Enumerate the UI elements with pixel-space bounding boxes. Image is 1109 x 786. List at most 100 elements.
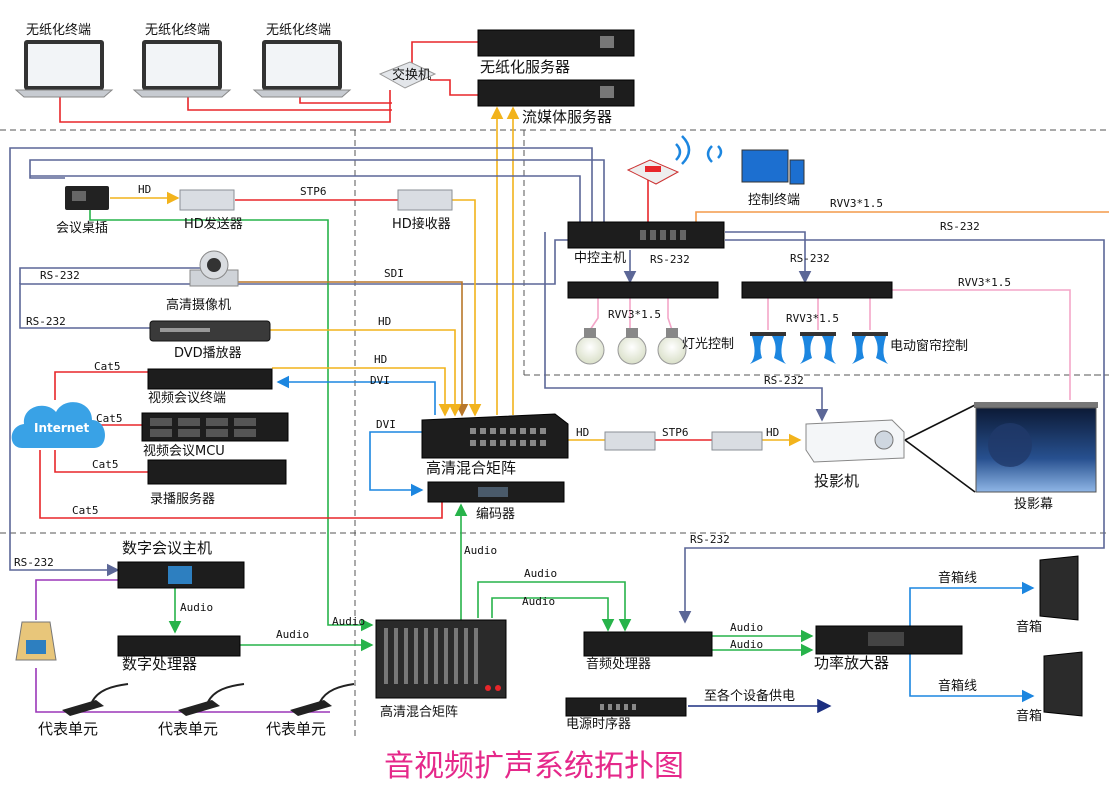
signal-dvi-1: DVI <box>370 374 390 387</box>
signal-hd-dvd: HD <box>378 315 391 328</box>
signal-dvi-2: DVI <box>376 418 396 431</box>
paperless-terminal-1: 无纸化终端 <box>14 22 114 98</box>
label-control-terminal: 控制终端 <box>748 192 800 208</box>
recording-server: 录播服务器 <box>147 459 287 507</box>
label-video-conf-terminal: 视频会议终端 <box>148 390 226 406</box>
light-controller <box>567 281 719 299</box>
signal-rvv-right: RVV3*1.5 <box>958 276 1011 289</box>
signal-rvv-top: RVV3*1.5 <box>830 197 883 210</box>
signal-audio-dp: Audio <box>180 601 213 614</box>
signal-spk-line-2: 音箱线 <box>938 678 977 694</box>
signal-sdi: SDI <box>384 267 404 280</box>
video-conference-mcu: 视频会议MCU <box>141 412 289 459</box>
label-hd-matrix: 高清混合矩阵 <box>426 459 516 477</box>
audio-mixer: 高清混合矩阵 <box>375 619 507 720</box>
label-video-conf-mcu: 视频会议MCU <box>143 444 225 459</box>
label-control-host: 中控主机 <box>574 251 626 266</box>
signal-audio-ap-amp2: Audio <box>730 638 763 651</box>
paperless-terminal-3: 无纸化终端 <box>252 22 352 98</box>
label-switch: 交换机 <box>392 67 431 83</box>
signal-power-out: 至各个设备供电 <box>704 688 795 704</box>
hd-camera: 高清摄像机 <box>166 250 239 313</box>
light-bulb-icon <box>575 328 687 365</box>
signal-audio-dp-mix: Audio <box>276 628 309 641</box>
label-power-sequencer: 电源时序器 <box>566 717 631 732</box>
label-speaker-1: 音箱 <box>1016 619 1042 635</box>
diagram-title: 音视频扩声系统拓扑图 <box>384 749 684 784</box>
signal-rs232-dvd: RS-232 <box>26 315 66 328</box>
signal-hd-proj-2: HD <box>766 426 779 439</box>
label-dvd-player: DVD播放器 <box>174 346 242 361</box>
encoder: 编码器 <box>427 481 565 522</box>
signal-audio-mix-in: Audio <box>332 615 365 628</box>
streaming-server: 流媒体服务器 <box>477 79 635 126</box>
signal-rs232-top: RS-232 <box>940 220 980 233</box>
signal-rs232-ap: RS-232 <box>690 533 730 546</box>
curtain-icon <box>750 332 888 364</box>
label-digital-conf-host: 数字会议主机 <box>122 539 212 557</box>
signal-audio-mix-ap1: Audio <box>524 567 557 580</box>
delegate-unit-3: 代表单元 <box>266 683 355 738</box>
signal-rs232-proj: RS-232 <box>764 374 804 387</box>
hd-mixing-matrix: 高清混合矩阵 <box>421 413 569 477</box>
audio-processor: 音频处理器 <box>583 631 713 672</box>
speaker-2: 音箱 <box>1016 651 1083 724</box>
delegate-unit-2: 代表单元 <box>158 683 245 738</box>
label-hd-camera: 高清摄像机 <box>166 297 231 313</box>
central-control-host: 中控主机 <box>567 221 725 266</box>
digital-conference-host: 数字会议主机 <box>117 539 245 589</box>
signal-rs232-ctrl2: RS-232 <box>790 252 830 265</box>
signal-labels: HD STP6 RS-232 SDI RS-232 HD HD DVI Cat5… <box>14 183 1011 704</box>
power-amplifier: 功率放大器 <box>814 625 963 672</box>
label-terminal-2: 无纸化终端 <box>145 22 210 38</box>
signal-hd-proj-1: HD <box>576 426 589 439</box>
signal-rs232-camera: RS-232 <box>40 269 80 282</box>
signal-stp6-2: STP6 <box>662 426 689 439</box>
control-terminal: 控制终端 <box>741 149 805 208</box>
signal-rvv-curtain: RVV3*1.5 <box>786 312 839 325</box>
wires <box>9 41 1109 714</box>
hd-sender-projector <box>604 431 656 451</box>
signal-audio-enc: Audio <box>464 544 497 557</box>
hd-receiver: HD接收器 <box>392 189 453 232</box>
paperless-server: 无纸化服务器 <box>477 29 635 76</box>
label-mixer: 高清混合矩阵 <box>380 704 458 720</box>
signal-rs232-ctrl: RS-232 <box>650 253 690 266</box>
label-hd-receiver: HD接收器 <box>392 216 451 232</box>
hd-sender: HD发送器 <box>179 189 243 232</box>
label-light-control: 灯光控制 <box>682 337 734 352</box>
hd-receiver-projector <box>711 431 763 451</box>
signal-audio-mix-ap2: Audio <box>522 595 555 608</box>
projector-screen: 投影幕 <box>974 402 1098 512</box>
conference-desk-socket: 会议桌插 <box>56 186 109 236</box>
label-terminal-3: 无纸化终端 <box>266 22 331 38</box>
signal-hd-vct: HD <box>374 353 387 366</box>
signal-stp6-1: STP6 <box>300 185 327 198</box>
signal-cat5-1: Cat5 <box>94 360 121 373</box>
label-terminal-1: 无纸化终端 <box>26 22 91 38</box>
video-conference-terminal: 视频会议终端 <box>147 368 273 406</box>
wireless-router <box>626 159 680 185</box>
signal-cat5-2: Cat5 <box>96 412 123 425</box>
label-projector: 投影机 <box>814 472 859 490</box>
signal-rvv-light: RVV3*1.5 <box>608 308 661 321</box>
label-delegate-1: 代表单元 <box>38 720 98 738</box>
label-paperless-server: 无纸化服务器 <box>480 58 570 76</box>
region-dividers <box>0 129 1109 740</box>
wireless-base-icon <box>15 621 57 661</box>
label-power-amp: 功率放大器 <box>814 654 889 672</box>
label-recording-server: 录播服务器 <box>150 491 215 507</box>
signal-cat5-4: Cat5 <box>72 504 99 517</box>
paperless-terminal-2: 无纸化终端 <box>132 22 232 98</box>
signal-rs232-conf: RS-232 <box>14 556 54 569</box>
power-sequencer: 电源时序器 <box>565 697 687 732</box>
label-streaming-server: 流媒体服务器 <box>522 108 612 126</box>
signal-audio-ap-amp1: Audio <box>730 621 763 634</box>
label-projector-screen: 投影幕 <box>1014 496 1053 512</box>
delegate-unit-1: 代表单元 <box>38 683 129 738</box>
label-delegate-2: 代表单元 <box>158 720 218 738</box>
projector: 投影机 <box>805 419 905 490</box>
dvd-player: DVD播放器 <box>149 320 271 361</box>
label-delegate-3: 代表单元 <box>266 720 326 738</box>
